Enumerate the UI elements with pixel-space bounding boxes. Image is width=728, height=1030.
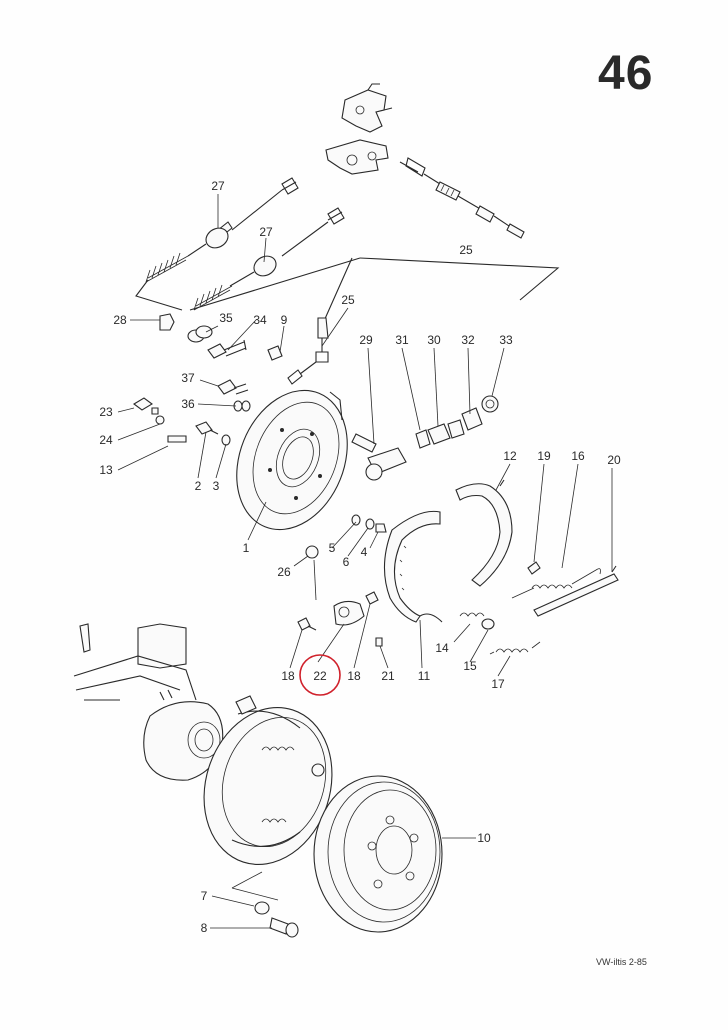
callout-14: 14 <box>435 641 449 655</box>
callout-9: 9 <box>281 313 288 327</box>
handbrake-cable-lower <box>287 317 329 385</box>
callout-1: 1 <box>243 541 250 555</box>
callout-4: 4 <box>361 545 368 559</box>
callout-labels: 27 27 25 25 28 35 34 9 29 31 30 32 33 37… <box>99 179 621 935</box>
callout-18: 18 <box>347 669 361 683</box>
callout-16: 16 <box>571 449 585 463</box>
callout-19: 19 <box>537 449 551 463</box>
callout-33: 33 <box>499 333 513 347</box>
springs-right <box>459 561 619 655</box>
small-parts-middle <box>297 514 387 647</box>
steering-knuckle <box>73 623 224 781</box>
callout-27: 27 <box>259 225 273 239</box>
callout-30: 30 <box>427 333 441 347</box>
callout-25: 25 <box>341 293 355 307</box>
callout-2: 2 <box>195 479 202 493</box>
callout-29: 29 <box>359 333 373 347</box>
small-parts-left <box>133 325 283 446</box>
callout-7: 7 <box>201 889 208 903</box>
callout-5: 5 <box>329 541 336 555</box>
compensator-bracket <box>325 83 393 175</box>
callout-8: 8 <box>201 921 208 935</box>
callout-35: 35 <box>219 311 233 325</box>
callout-28: 28 <box>113 313 127 327</box>
callout-17: 17 <box>491 677 505 691</box>
callout-24: 24 <box>99 433 113 447</box>
callout-3: 3 <box>213 479 220 493</box>
wheel-cylinder <box>351 395 499 481</box>
callout-32: 32 <box>461 333 475 347</box>
callout-6: 6 <box>343 555 350 569</box>
page-number: 46 <box>598 47 654 100</box>
brake-drum <box>313 775 443 933</box>
callout-18: 18 <box>281 669 295 683</box>
callout-31: 31 <box>395 333 409 347</box>
leader-lines <box>117 194 613 929</box>
callout-34: 34 <box>253 313 267 327</box>
callout-36: 36 <box>181 397 195 411</box>
wheel-bolt <box>254 901 299 938</box>
footer-label: VW-iltis 2-85 <box>596 957 647 967</box>
callout-27: 27 <box>211 179 225 193</box>
callout-25: 25 <box>459 243 473 257</box>
callout-13: 13 <box>99 463 113 477</box>
callout-11: 11 <box>418 669 431 683</box>
brake-shoe-12 <box>455 479 513 587</box>
callout-22: 22 <box>313 669 327 683</box>
brake-shoe-11 <box>383 510 443 623</box>
callout-15: 15 <box>463 659 477 673</box>
handbrake-cable-upper <box>319 157 560 331</box>
callout-23: 23 <box>99 405 113 419</box>
backplate <box>236 389 348 531</box>
callout-10: 10 <box>477 831 491 845</box>
callout-12: 12 <box>503 449 517 463</box>
handbrake-cables-left <box>135 177 361 331</box>
callout-20: 20 <box>607 453 621 467</box>
callout-21: 21 <box>381 669 395 683</box>
callout-26: 26 <box>277 565 291 579</box>
highlight-circle-part-22 <box>299 654 341 696</box>
callout-37: 37 <box>181 371 195 385</box>
assembled-brake <box>203 695 333 866</box>
